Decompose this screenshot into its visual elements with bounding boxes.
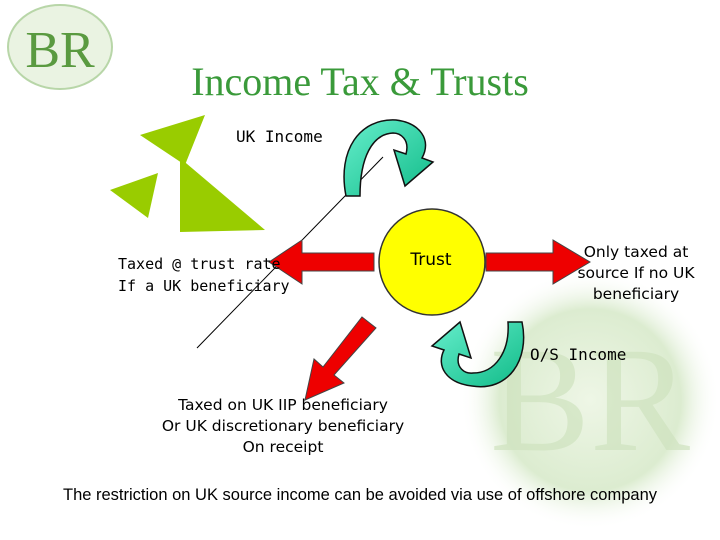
only-taxed-line-3: beneficiary: [592, 285, 680, 303]
taxed-trust-rate-label: Taxed @ trust rate If a UK beneficiary: [118, 253, 338, 297]
only-taxed-line-1: Only taxed at: [583, 243, 689, 261]
taxed-iip-line-2: Or UK discretionary beneficiary: [161, 417, 405, 435]
page-title: Income Tax & Trusts: [191, 59, 529, 104]
taxed-trust-rate-line-1: Taxed @ trust rate: [118, 255, 281, 273]
arrow-right: [485, 239, 591, 285]
triangle-2: [110, 173, 158, 218]
only-taxed-label: Only taxed at source If no UK beneficiar…: [556, 242, 716, 305]
svg-text:BR: BR: [25, 22, 95, 79]
taxed-iip-line-1: Taxed on UK IIP beneficiary: [178, 396, 388, 414]
br-logo: BR: [7, 4, 113, 90]
triangle-3: [180, 158, 265, 232]
watermark-logo: BR: [460, 270, 720, 530]
only-taxed-line-2: source If no UK: [577, 264, 695, 282]
arrow-left: [268, 239, 375, 285]
curved-arrow-top: [343, 119, 435, 197]
footer-note: The restriction on UK source income can …: [62, 486, 658, 504]
decorative-triangles: [110, 115, 265, 232]
trust-circle: [378, 208, 486, 316]
curved-arrow-bottom: [430, 320, 525, 388]
trust-label: Trust: [410, 250, 452, 270]
os-income-label: O/S Income: [530, 345, 627, 364]
arrow-down-left: [304, 316, 377, 401]
uk-income-label: UK Income: [236, 127, 323, 146]
taxed-iip-line-3: On receipt: [242, 438, 324, 456]
taxed-iip-label: Taxed on UK IIP beneficiary Or UK discre…: [128, 395, 438, 458]
triangle-1: [140, 115, 205, 165]
taxed-trust-rate-line-2: If a UK beneficiary: [118, 277, 290, 295]
